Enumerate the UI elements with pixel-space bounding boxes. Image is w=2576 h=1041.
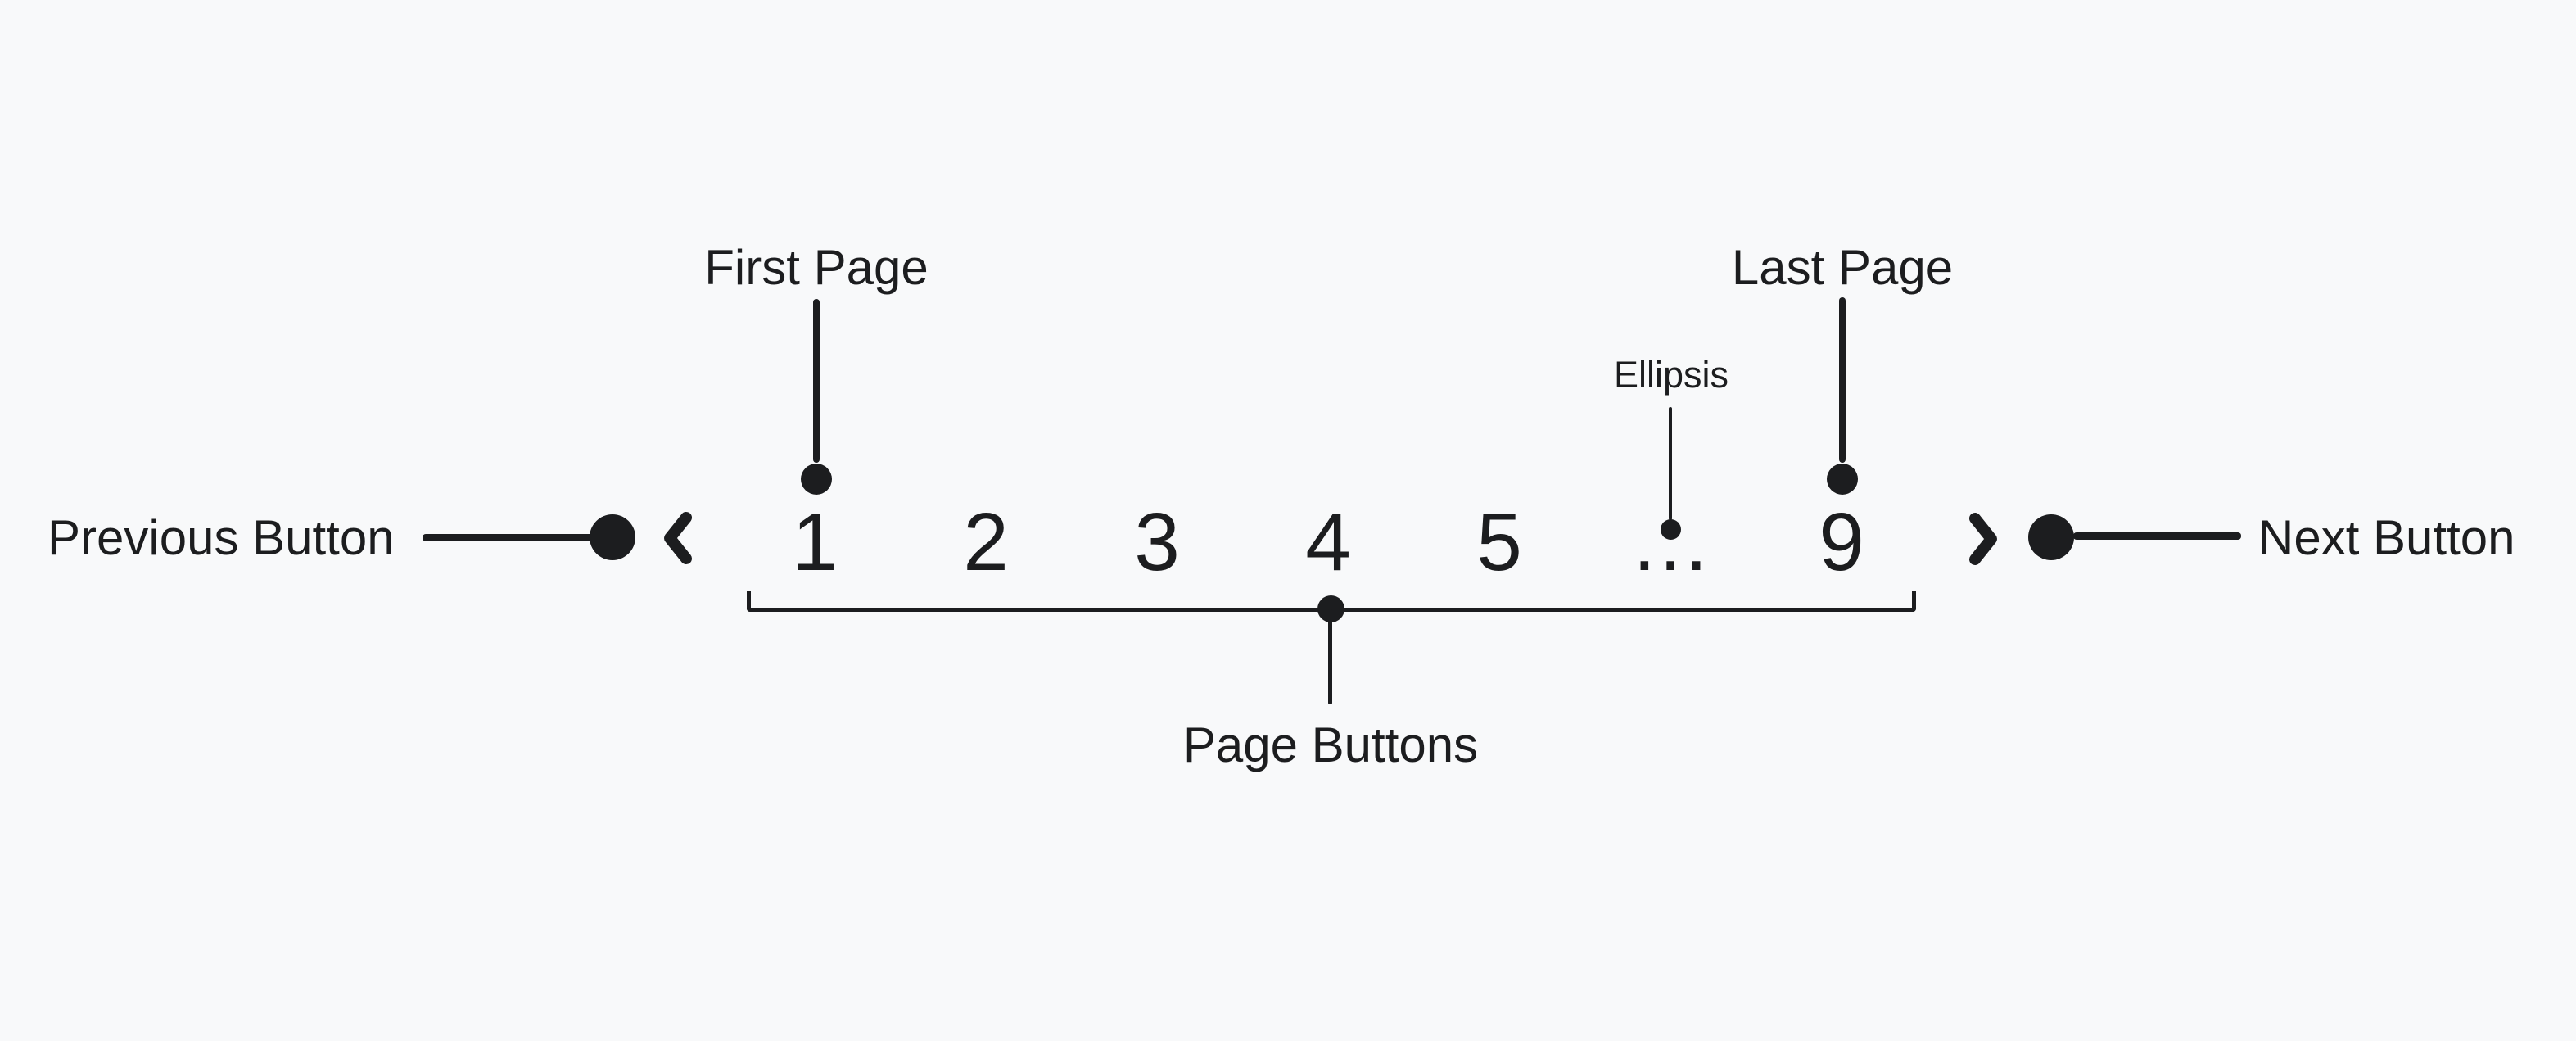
page-button-2[interactable]: 2 [963,496,1009,588]
last-page-pointer-line [1839,297,1846,463]
first-page-pointer-line [813,299,820,463]
first-page-pointer-dot [801,464,832,495]
next-button-label: Next Button [2258,510,2515,565]
chevron-left-icon[interactable] [659,509,695,567]
ellipsis-pointer-line [1669,407,1672,520]
page-button-3[interactable]: 3 [1134,496,1180,588]
previous-connector-line [423,534,594,541]
next-connector-dot [2028,514,2074,560]
page-button-4[interactable]: 4 [1305,496,1351,588]
page-buttons-pointer-line [1328,609,1332,704]
previous-connector-dot [590,514,635,560]
last-page-pointer-dot [1827,464,1858,495]
page-button-1[interactable]: 1 [792,496,838,588]
ellipsis-pointer-dot [1661,519,1681,540]
chevron-right-icon[interactable] [1966,510,2002,568]
page-buttons-annotation-label: Page Buttons [1182,717,1479,772]
previous-button-label: Previous Button [47,510,395,565]
page-button-5[interactable]: 5 [1476,496,1522,588]
next-connector-line [2073,532,2241,540]
page-button-9[interactable]: 9 [1819,496,1864,588]
ellipsis-annotation-label: Ellipsis [1613,354,1729,396]
last-page-annotation-label: Last Page [1731,240,1954,295]
first-page-annotation-label: First Page [704,240,929,295]
